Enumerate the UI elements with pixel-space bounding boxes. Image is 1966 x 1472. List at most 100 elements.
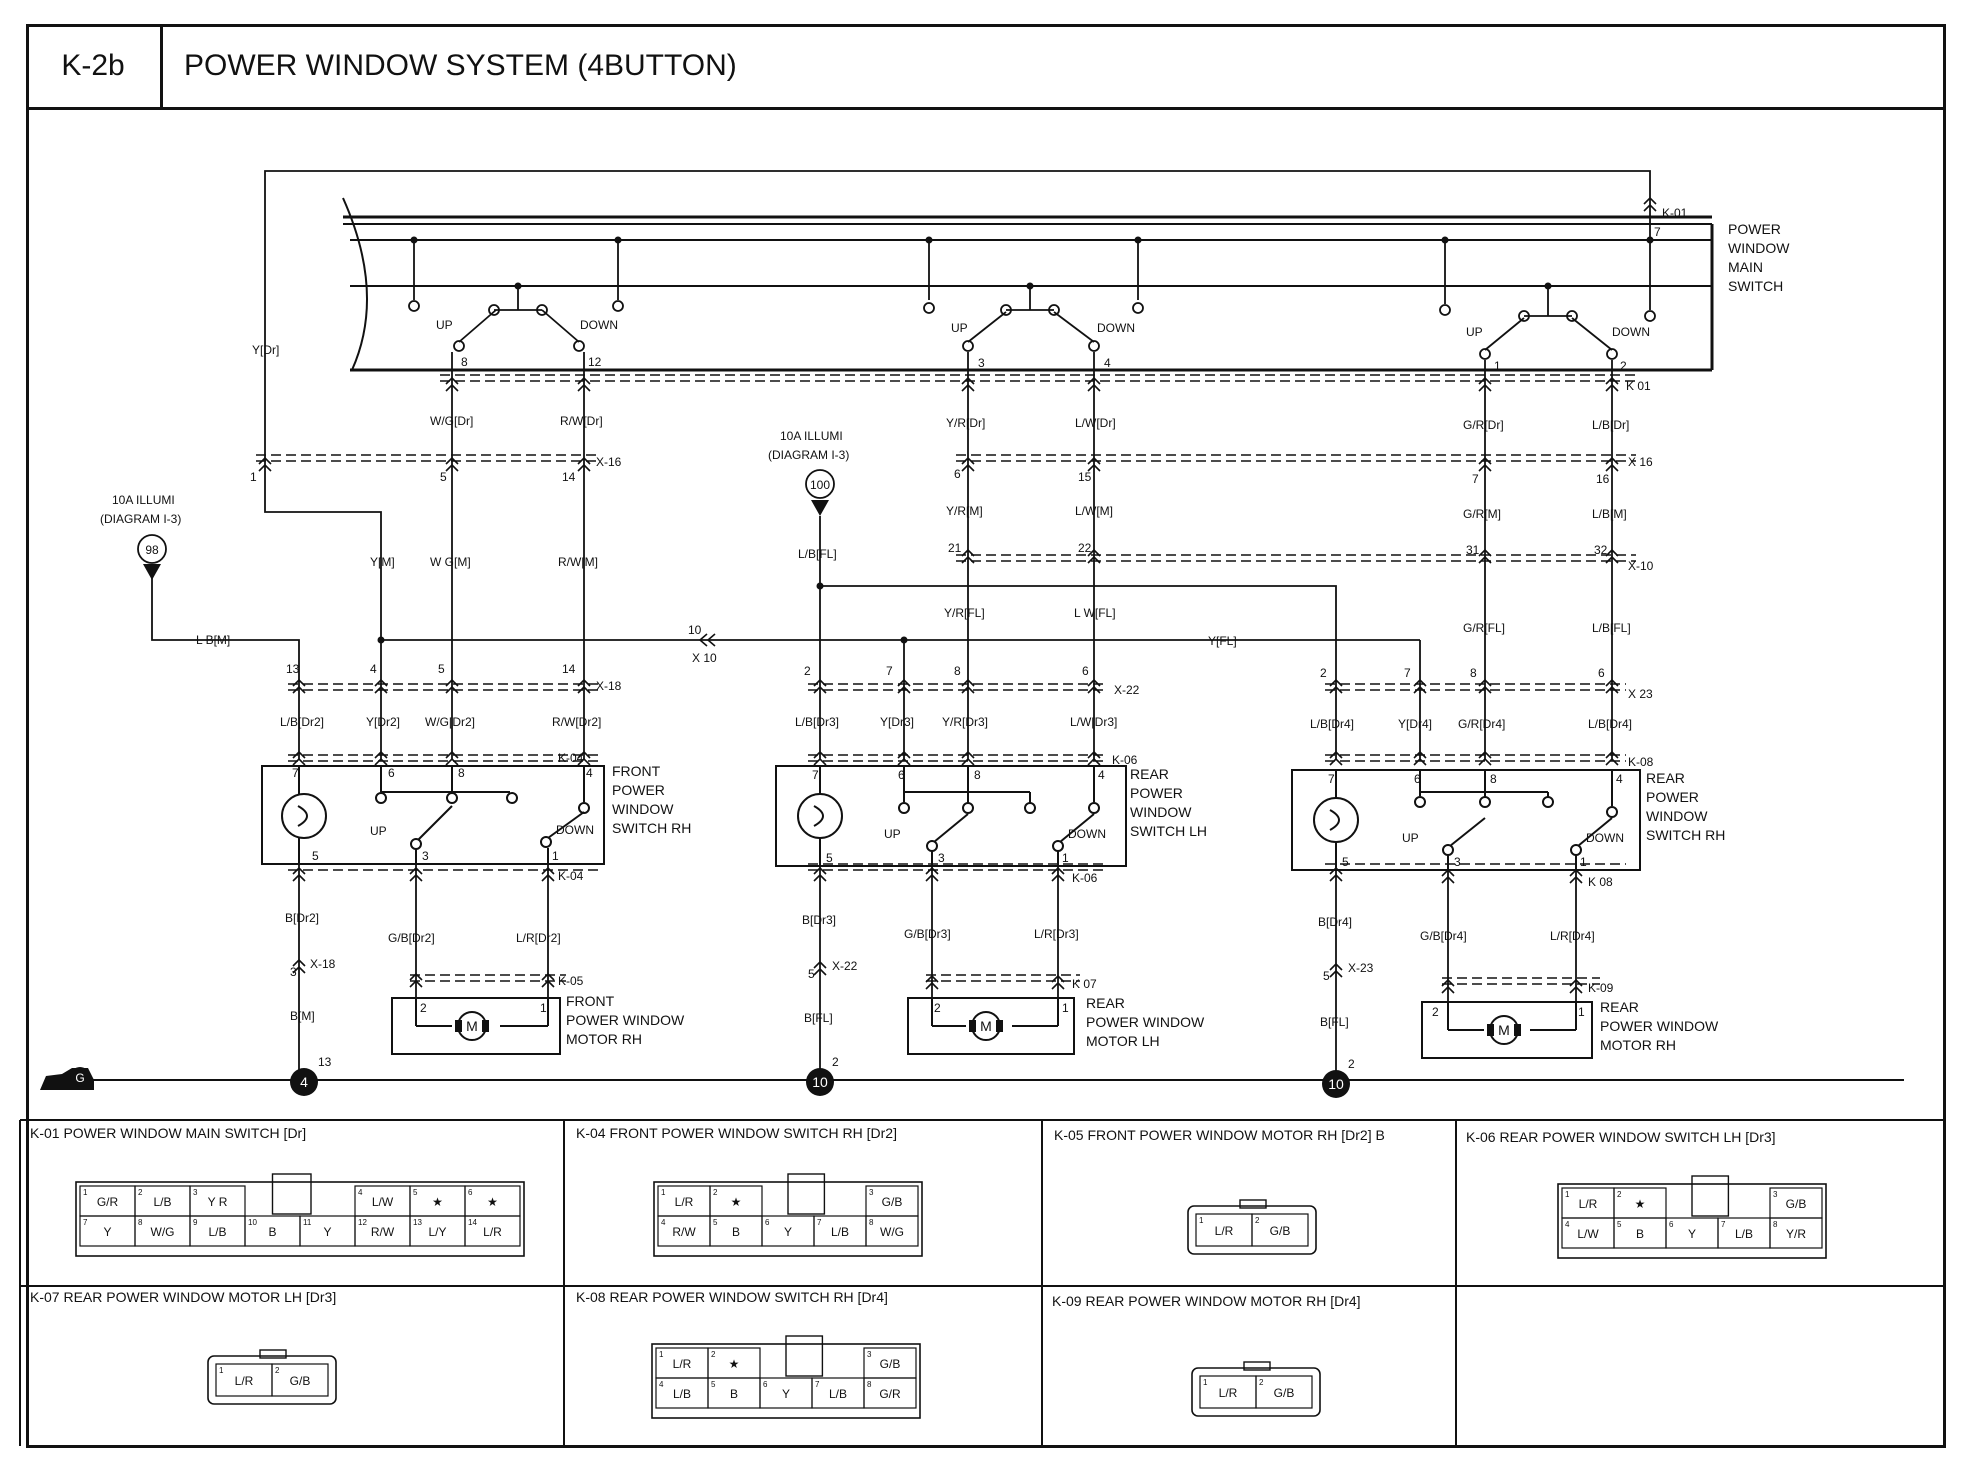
svg-text:X-23: X-23 bbox=[1348, 961, 1374, 975]
wire-label: G/R[Dr4] bbox=[1458, 717, 1505, 731]
svg-text:K 01: K 01 bbox=[1626, 379, 1651, 393]
cell-pin-number: 3 bbox=[867, 1350, 872, 1359]
svg-text:MAIN: MAIN bbox=[1728, 259, 1763, 275]
svg-text:21: 21 bbox=[948, 541, 962, 555]
cell-pin-number: 2 bbox=[138, 1188, 143, 1197]
x10-mark bbox=[698, 633, 716, 647]
svg-text:K-06: K-06 bbox=[1072, 871, 1098, 885]
pin-label: 8 bbox=[461, 355, 468, 369]
cell-pin-number: 1 bbox=[661, 1188, 666, 1197]
cv-k04-title: K-04 FRONT POWER WINDOW SWITCH RH [Dr2] bbox=[576, 1125, 897, 1141]
cell-pin-number: 5 bbox=[413, 1188, 418, 1197]
cell-wire-color: B bbox=[1636, 1227, 1644, 1241]
wire-labels: Y[Dr] W/G[Dr] R/W[Dr] Y/R[Dr] L/W[Dr] G/… bbox=[196, 343, 1632, 1029]
cell-wire-color: W/G bbox=[151, 1225, 175, 1239]
cell-wire-color: L/R bbox=[483, 1225, 502, 1239]
cell-pin-number: 3 bbox=[1773, 1190, 1778, 1199]
cell-pin-number: 2 bbox=[711, 1350, 716, 1359]
svg-text:8: 8 bbox=[954, 664, 961, 678]
svg-text:POWER: POWER bbox=[1646, 789, 1699, 805]
svg-text:POWER WINDOW: POWER WINDOW bbox=[1086, 1014, 1205, 1030]
cell-wire-color: Y bbox=[784, 1225, 792, 1239]
cell-pin-number: 8 bbox=[869, 1218, 874, 1227]
cell-pin-number: 6 bbox=[765, 1218, 770, 1227]
motor-m-3: M bbox=[1498, 1022, 1510, 1038]
svg-text:X-16: X-16 bbox=[596, 455, 622, 469]
connector-housing bbox=[75, 1181, 525, 1257]
rear-power-window-motor-lh bbox=[907, 997, 1075, 1055]
svg-text:3: 3 bbox=[938, 851, 945, 865]
wire-label: R/W[Dr2] bbox=[552, 715, 601, 729]
svg-text:REAR: REAR bbox=[1600, 999, 1639, 1015]
cell-pin-number: 8 bbox=[138, 1218, 143, 1227]
main-up-label-1: UP bbox=[436, 318, 453, 332]
cell-wire-color: L/B bbox=[829, 1387, 847, 1401]
cell-wire-color: L/R bbox=[673, 1357, 692, 1371]
cell-pin-number: 13 bbox=[413, 1218, 422, 1227]
wire-label: Y[FL] bbox=[1208, 634, 1237, 648]
rpw-lh-up: UP bbox=[884, 827, 901, 841]
wire-label: L/W[Dr] bbox=[1075, 416, 1116, 430]
wire-label: L/B[Dr4] bbox=[1310, 717, 1354, 731]
wire-label: Y/R[M] bbox=[946, 504, 983, 518]
svg-text:POWER WINDOW: POWER WINDOW bbox=[566, 1012, 685, 1028]
rear-motor-lh-label: REAR POWER WINDOW MOTOR LH bbox=[1086, 995, 1205, 1049]
wire-label: Y[M] bbox=[370, 555, 395, 569]
junction-nodes bbox=[377, 582, 908, 644]
fpw-switch-pins: 7 6 8 4 5 3 1 bbox=[292, 766, 593, 863]
connector-cell bbox=[863, 1377, 917, 1409]
fuse-ref-100: 10A ILLUMI (DIAGRAM I-3) 100 bbox=[768, 429, 849, 516]
svg-text:100: 100 bbox=[810, 478, 830, 492]
wire-label: B[FL] bbox=[1320, 1015, 1349, 1029]
connector-housing bbox=[1191, 1367, 1321, 1417]
cv-k06-title: K-06 REAR POWER WINDOW SWITCH LH [Dr3] bbox=[1466, 1129, 1776, 1145]
svg-text:X-10: X-10 bbox=[1628, 559, 1654, 573]
connector-cell bbox=[1251, 1213, 1309, 1247]
svg-text:5: 5 bbox=[438, 662, 445, 676]
cell-pin-number: 3 bbox=[193, 1188, 198, 1197]
svg-text:1: 1 bbox=[1580, 855, 1587, 869]
svg-text:K-04: K-04 bbox=[558, 869, 584, 883]
wire-label: L/R[Dr2] bbox=[516, 931, 561, 945]
cell-pin-number: 8 bbox=[1773, 1220, 1778, 1229]
svg-text:SWITCH: SWITCH bbox=[1728, 278, 1783, 294]
cell-pin-number: 5 bbox=[1617, 1220, 1622, 1229]
pin-label: 2 bbox=[1620, 359, 1627, 373]
svg-text:6: 6 bbox=[1598, 666, 1605, 680]
wire-label: W G[M] bbox=[430, 555, 471, 569]
rear-switch-lh-label: REAR POWER WINDOW SWITCH LH bbox=[1130, 766, 1207, 839]
svg-text:5: 5 bbox=[440, 470, 447, 484]
cell-wire-color: ★ bbox=[432, 1195, 443, 1209]
cell-pin-number: 7 bbox=[83, 1218, 88, 1227]
svg-text:REAR: REAR bbox=[1646, 770, 1685, 786]
svg-text:4: 4 bbox=[1616, 772, 1623, 786]
fuse-ref-98: 10A ILLUMI (DIAGRAM I-3) 98 bbox=[100, 493, 181, 580]
svg-text:SWITCH RH: SWITCH RH bbox=[1646, 827, 1725, 843]
connector-table-grid bbox=[19, 1119, 1946, 1446]
cv-k09-title: K-09 REAR POWER WINDOW MOTOR RH [Dr4] bbox=[1052, 1293, 1361, 1309]
wire-label: Y[Dr4] bbox=[1398, 717, 1432, 731]
wire-label: L/B[Dr] bbox=[1592, 418, 1629, 432]
svg-text:8: 8 bbox=[458, 766, 465, 780]
svg-text:POWER WINDOW: POWER WINDOW bbox=[1600, 1018, 1719, 1034]
svg-text:2: 2 bbox=[1320, 666, 1327, 680]
cell-wire-color: B bbox=[268, 1225, 276, 1239]
wire-label: G/B[Dr3] bbox=[904, 927, 951, 941]
wire-label: L/B[Dr2] bbox=[280, 715, 324, 729]
svg-text:K-01: K-01 bbox=[1662, 206, 1688, 220]
cell-pin-number: 4 bbox=[358, 1188, 363, 1197]
pin-label: 2 bbox=[934, 1001, 941, 1015]
wire-label: B[Dr4] bbox=[1318, 915, 1352, 929]
connector-key bbox=[1691, 1175, 1730, 1217]
wire-label: L/B[Dr4] bbox=[1588, 717, 1632, 731]
cv-k01-title: K-01 POWER WINDOW MAIN SWITCH [Dr] bbox=[30, 1125, 306, 1141]
cell-wire-color: ★ bbox=[729, 1357, 740, 1371]
cell-pin-number: 2 bbox=[1259, 1378, 1264, 1387]
svg-text:REAR: REAR bbox=[1130, 766, 1169, 782]
svg-text:FRONT: FRONT bbox=[612, 763, 661, 779]
ground-bus: G 4 13 10 2 10 2 bbox=[40, 1055, 1904, 1098]
wire-label: L W[FL] bbox=[1074, 606, 1116, 620]
svg-text:7: 7 bbox=[1472, 472, 1479, 486]
cell-pin-number: 7 bbox=[815, 1380, 820, 1389]
